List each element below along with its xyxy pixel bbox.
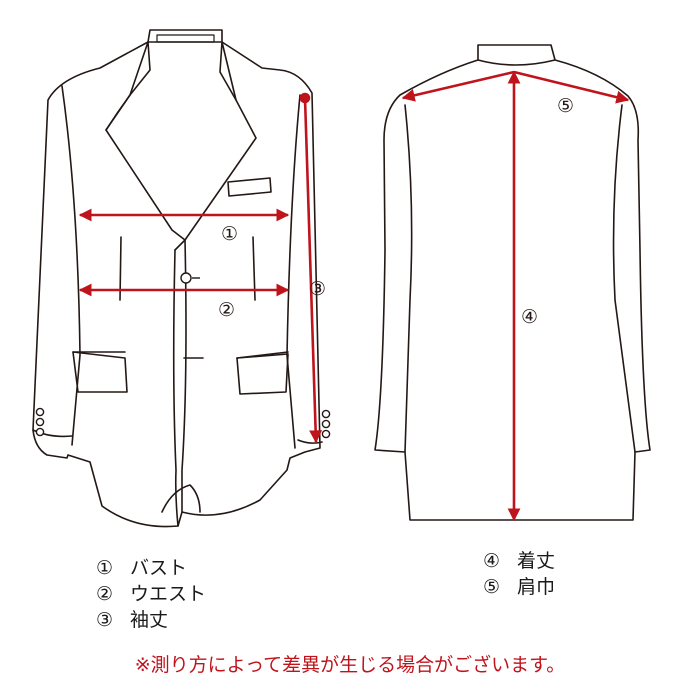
right-cuff [297, 439, 323, 444]
collar-stitch [156, 34, 215, 43]
left-collar [129, 41, 151, 96]
front-opening [172, 249, 179, 527]
measurement-disclaimer: ※測り方によって差異が生じる場合がございます。 [134, 654, 566, 676]
shoulder-arrow-left [401, 70, 515, 102]
jacket-back-outline [374, 44, 651, 521]
sleeve-marker: ③ [309, 278, 326, 300]
right-collar [219, 41, 237, 101]
cuff-button-right-3 [321, 429, 331, 439]
jacket-front-buttons [35, 272, 331, 439]
legend-label: 肩巾 [517, 576, 556, 598]
legend-num: ④ [483, 550, 501, 572]
cuff-button-left-3 [35, 427, 45, 437]
shoulder-arrow-right [513, 70, 630, 104]
back-collar [477, 59, 556, 66]
legend-label: バスト [130, 557, 188, 579]
back-measurements [401, 70, 630, 522]
legend-front: ① バスト ② ウエスト ③ 袖丈 [96, 555, 206, 633]
front-button [180, 272, 192, 284]
legend-item-waist: ② ウエスト [96, 581, 206, 607]
jacket-front [32, 29, 323, 528]
bust-marker: ① [221, 223, 238, 245]
legend-num: ③ [96, 609, 114, 631]
cuff-button-right-1 [321, 409, 331, 419]
legend-num: ① [96, 557, 114, 579]
chest-pocket [227, 177, 272, 197]
left-sleeve-seam [61, 85, 81, 446]
front-measurements [78, 92, 323, 444]
legend-item-length: ④ 着丈 [483, 548, 555, 574]
legend-num: ⑤ [483, 576, 501, 598]
right-pocket-flap [236, 353, 289, 395]
legend-label: 着丈 [517, 550, 556, 572]
front-marker-labels: ① ② ③ [218, 223, 326, 321]
shoulder-marker: ⑤ [557, 95, 574, 117]
back-vent [161, 484, 201, 513]
legend-back: ④ 着丈 ⑤ 肩巾 [483, 548, 555, 600]
cuff-button-left-1 [35, 407, 45, 417]
back-marker-labels: ⑤ ④ [521, 95, 574, 328]
sleeve-start-dot [299, 92, 311, 104]
collar-band [147, 29, 223, 43]
right-sleeve-seam [286, 94, 301, 449]
jacket-front-outline [32, 41, 321, 528]
legend-num: ② [96, 583, 114, 605]
back-right-sleeve-seam [612, 104, 636, 453]
jacket-back [374, 44, 651, 521]
legend-label: 袖丈 [130, 609, 169, 631]
legend-item-shoulder: ⑤ 肩巾 [483, 574, 555, 600]
left-lapel-notch [105, 94, 131, 131]
right-pocket-welt [236, 351, 289, 359]
length-marker: ④ [521, 306, 538, 328]
legend-label: ウエスト [130, 583, 207, 605]
left-pocket-flap [72, 351, 128, 393]
sleeve-arrow [303, 97, 323, 444]
right-lapel [174, 41, 257, 251]
legend-item-sleeve: ③ 袖丈 [96, 607, 206, 633]
left-lapel [105, 41, 186, 241]
cuff-button-left-2 [35, 417, 45, 427]
back-left-sleeve-seam [404, 104, 413, 453]
waist-marker: ② [218, 299, 235, 321]
cuff-button-right-2 [321, 419, 331, 429]
legend-item-bust: ① バスト [96, 555, 206, 581]
